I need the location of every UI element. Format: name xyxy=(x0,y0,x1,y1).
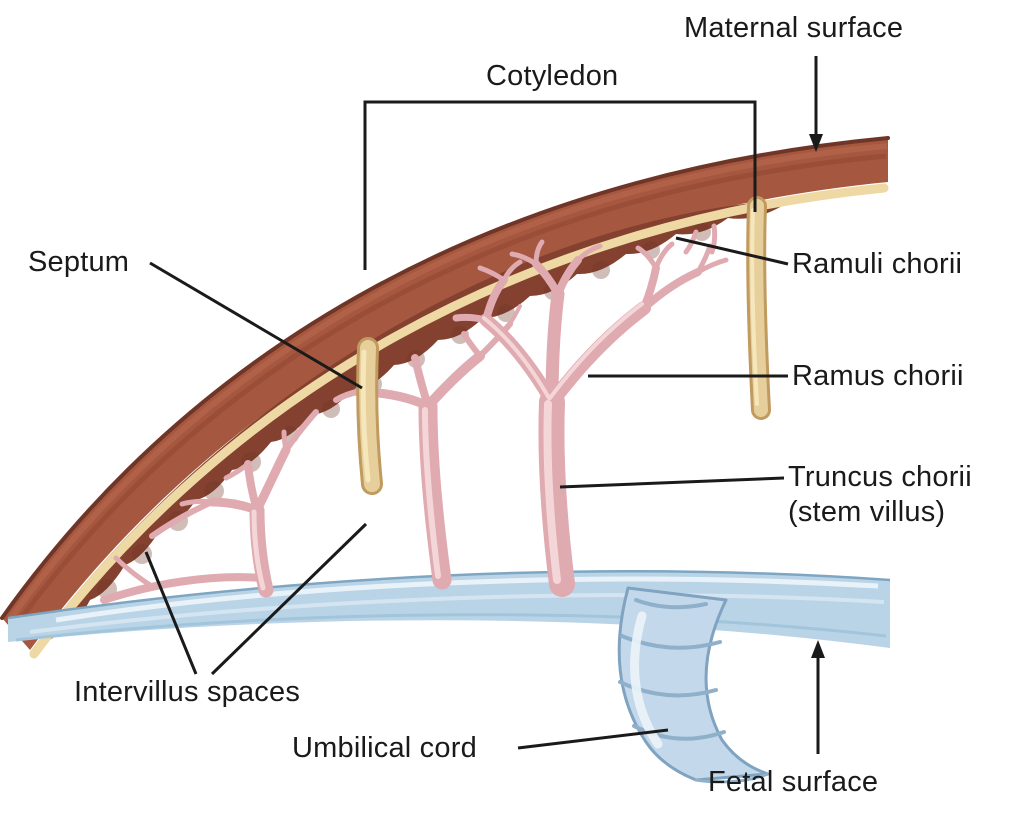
fetal-surface-arrowhead xyxy=(811,640,825,658)
label-fetal-surface: Fetal surface xyxy=(708,766,879,798)
ramuli-chorii-leader xyxy=(675,236,789,266)
label-umbilical-cord: Umbilical cord xyxy=(292,732,477,764)
villus-highlights xyxy=(251,302,644,591)
septum-leader xyxy=(149,261,363,390)
label-truncus-chorii: Truncus chorii (stem villus) xyxy=(788,460,972,530)
intervillus-leader-left xyxy=(144,551,198,675)
label-truncus-chorii-line1: Truncus chorii xyxy=(788,461,972,493)
cotyledon-bracket xyxy=(363,100,757,270)
intervillus-leader-right xyxy=(210,522,368,676)
label-ramus-chorii: Ramus chorii xyxy=(792,360,964,392)
label-truncus-chorii-line2: (stem villus) xyxy=(788,496,946,528)
annotation-lines xyxy=(144,56,820,754)
septum-stalk-right xyxy=(746,196,771,420)
label-maternal-surface: Maternal surface xyxy=(684,12,904,44)
maternal-surface-arrowhead xyxy=(809,134,823,152)
label-septum: Septum xyxy=(28,246,130,278)
villus-tree-left xyxy=(100,409,319,604)
truncus-chorii-leader xyxy=(559,476,785,489)
maternal-surface-band xyxy=(0,136,890,650)
label-cotyledon: Cotyledon xyxy=(486,60,619,92)
basal-layer-line xyxy=(29,183,889,659)
label-ramuli-chorii: Ramuli chorii xyxy=(792,248,963,280)
villus-tree-right xyxy=(452,239,729,597)
label-intervillus-spaces: Intervillus spaces xyxy=(74,676,301,708)
septum-stalk-left xyxy=(356,337,383,495)
umbilical-cord-leader xyxy=(517,728,669,750)
